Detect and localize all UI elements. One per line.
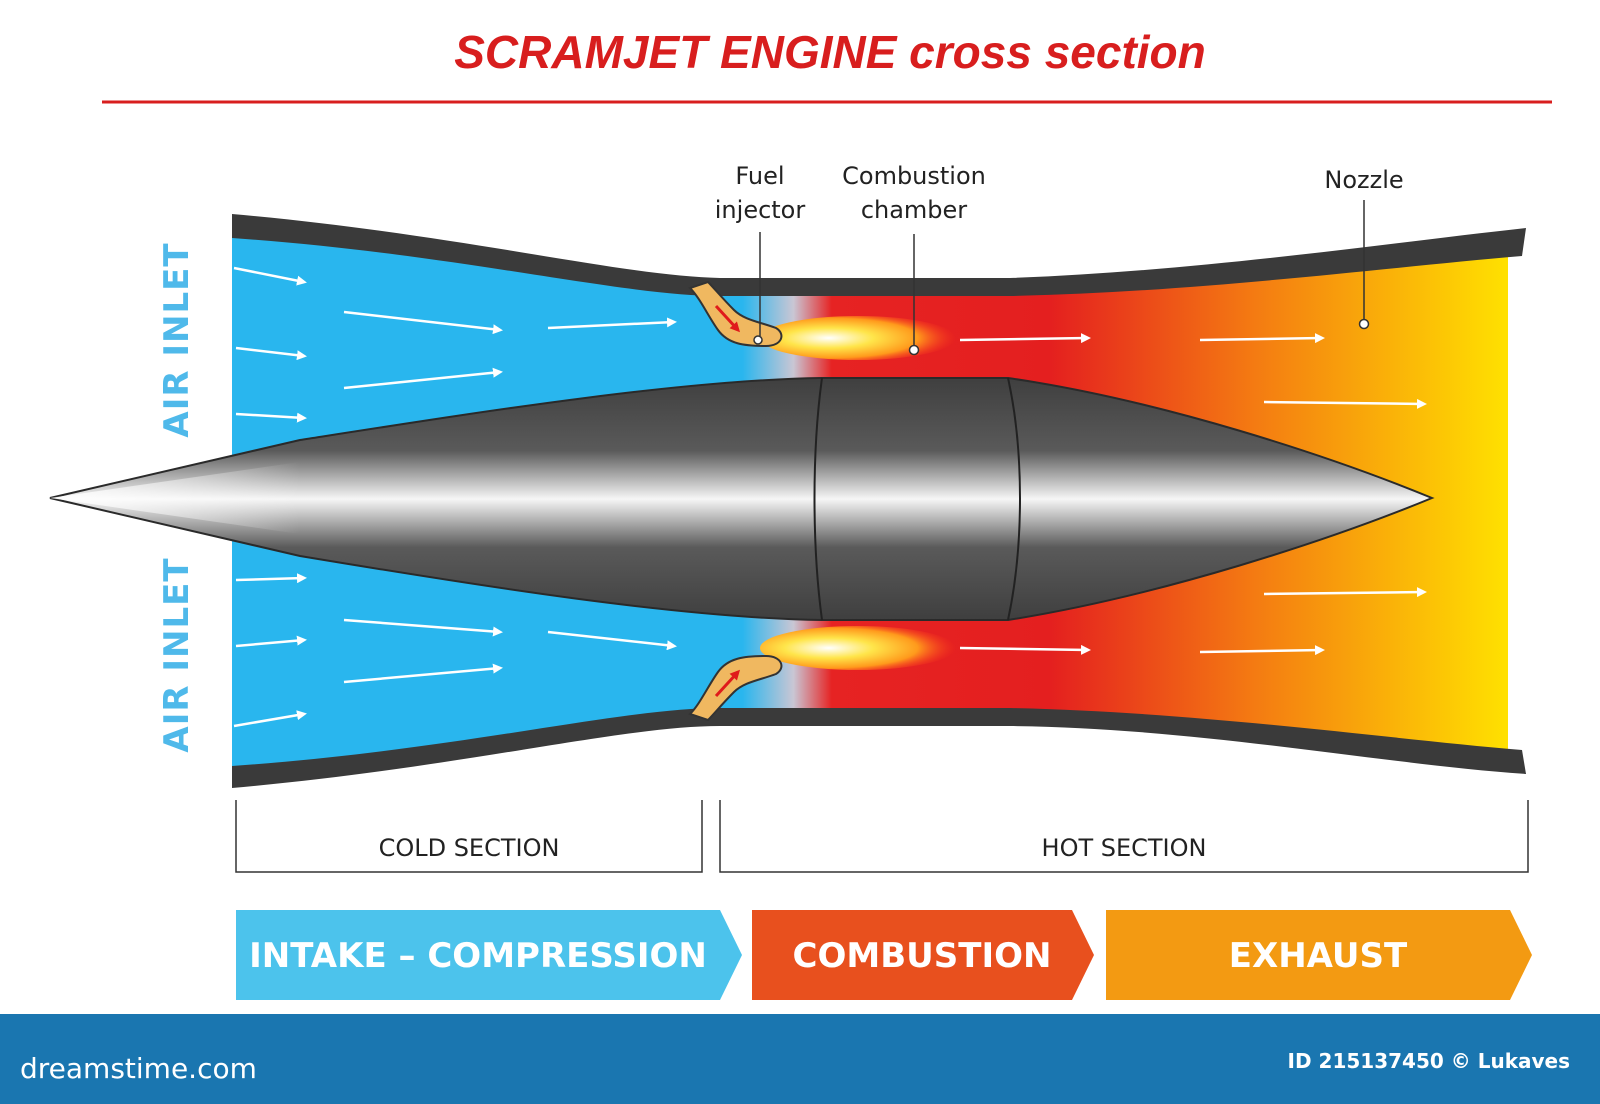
nozzle-label: Nozzle	[1324, 166, 1403, 194]
phase-exhaust	[1106, 910, 1532, 1000]
diagram-title: SCRAMJET ENGINE cross section	[454, 26, 1206, 78]
flow-arrow	[547, 630, 677, 651]
flow-arrow	[235, 412, 307, 423]
flow-arrow	[235, 635, 307, 648]
fuel-injector-label-line2: injector	[715, 196, 806, 224]
air-inlet-label-top: AIR INLET	[157, 242, 197, 437]
body-tip-highlight	[50, 462, 300, 534]
hot-section-bracket	[719, 800, 1529, 873]
lower-casing	[232, 708, 1526, 788]
cold-section-label: COLD SECTION	[379, 834, 560, 862]
phase-combustion	[752, 910, 1094, 1000]
air-inlet-label-bottom: AIR INLET	[157, 557, 197, 752]
flow-arrow	[235, 573, 307, 584]
flow-arrow	[1263, 398, 1427, 409]
phase-intake-compression	[236, 910, 742, 1000]
body-segment-line-1	[813, 377, 823, 621]
phase-combustion-label: COMBUSTION	[793, 936, 1052, 976]
hot-section-label: HOT SECTION	[1042, 834, 1207, 862]
flow-arrow	[343, 663, 503, 684]
lower-flame	[760, 626, 956, 670]
cold-section-bracket	[235, 800, 703, 873]
upper-casing	[232, 214, 1526, 296]
flow-arrow	[547, 317, 677, 330]
flow-arrow	[343, 367, 503, 390]
body-segment-line-2	[1007, 377, 1021, 621]
phase-exhaust-label: EXHAUST	[1229, 936, 1408, 976]
flow-arrow	[235, 346, 307, 361]
flow-arrow	[959, 644, 1091, 655]
flow-arrow	[1199, 333, 1325, 344]
flow-arrow	[343, 310, 503, 335]
flow-arrow	[959, 333, 1091, 344]
combustion-chamber-label-line2: chamber	[861, 196, 967, 224]
nozzle-dot	[1358, 318, 1370, 330]
footer-bar	[0, 1014, 1600, 1104]
lower-fuel-injector	[688, 654, 783, 722]
upper-flame	[760, 316, 956, 360]
phase-intake-compression-label: INTAKE – COMPRESSION	[249, 936, 707, 976]
flow-arrow	[343, 618, 503, 637]
flow-arrow	[233, 266, 307, 286]
flow-arrow	[1199, 645, 1325, 656]
upper-fuel-injector	[688, 280, 783, 348]
central-body	[49, 377, 1435, 621]
combustion-chamber-label-line1: Combustion	[842, 162, 986, 190]
fuel-injector-label-line1: Fuel	[735, 162, 784, 190]
combustion-chamber-dot	[908, 344, 920, 356]
flow-arrow	[233, 710, 307, 728]
footer-brand: dreamstime.com	[20, 1052, 257, 1085]
footer-credit: ID 215137450 © Lukaves	[1288, 1049, 1570, 1073]
flow-arrow	[1263, 587, 1427, 598]
